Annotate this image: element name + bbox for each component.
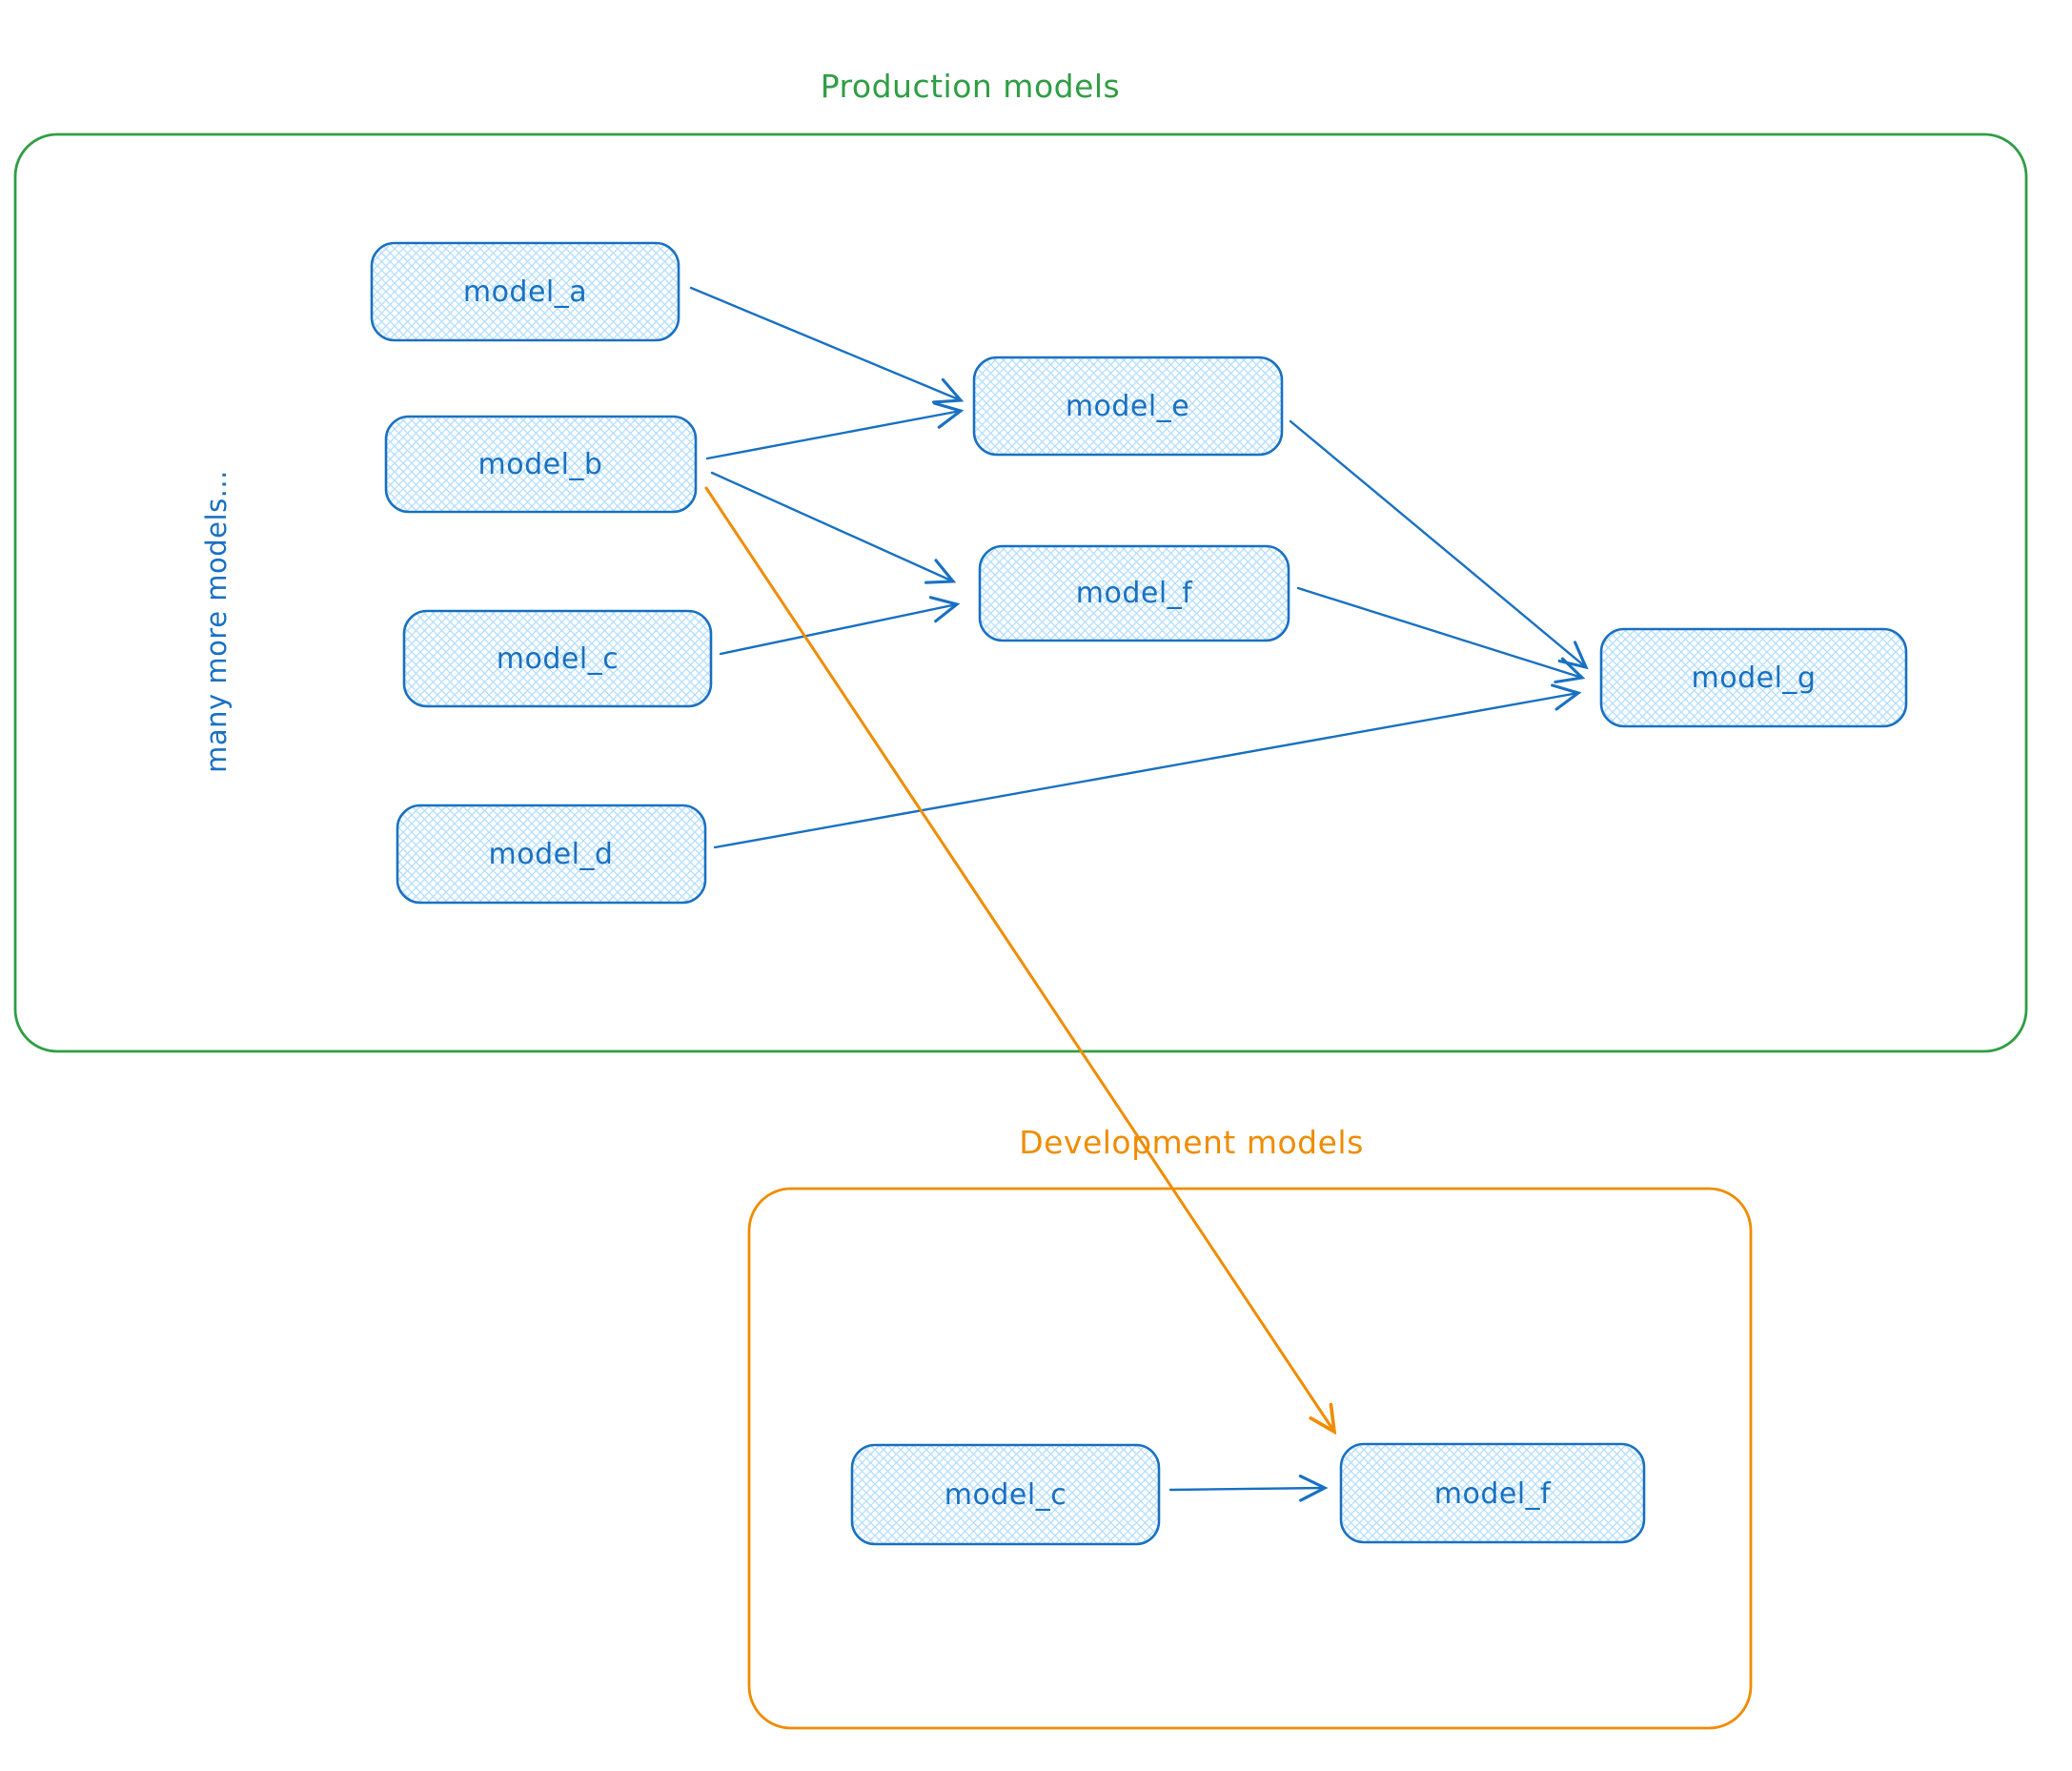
node-dev-model-f-box bbox=[1339, 1442, 1646, 1544]
node-model-d-box bbox=[396, 804, 707, 905]
node-model-b-label: model_b bbox=[478, 448, 603, 481]
node-model-g-label: model_g bbox=[1692, 662, 1817, 695]
development-container bbox=[747, 1187, 1753, 1730]
edge-model-b-to-dev-model-f-orange bbox=[704, 486, 1337, 1435]
node-model-e-box bbox=[972, 356, 1284, 457]
node-dev-model-f-label: model_f bbox=[1434, 1477, 1552, 1511]
many-more-models-note: many more models... bbox=[200, 470, 233, 773]
node-model-b-box bbox=[384, 415, 698, 514]
node-model-a-box bbox=[370, 241, 681, 342]
edge-model-f-to-model-g bbox=[1296, 586, 1586, 684]
node-model-d: model_d bbox=[396, 804, 707, 905]
node-model-f: model_f bbox=[978, 544, 1290, 642]
node-model-d-label: model_d bbox=[489, 838, 614, 871]
edge-model-b-to-model-e bbox=[705, 401, 965, 460]
edge-model-e-to-model-g bbox=[1289, 419, 1589, 670]
development-title: Development models bbox=[1019, 1124, 1364, 1161]
node-model-b: model_b bbox=[384, 415, 698, 514]
production-title: Production models bbox=[821, 68, 1121, 105]
node-model-f-box bbox=[978, 544, 1290, 642]
node-dev-model-c: model_c bbox=[850, 1443, 1161, 1546]
production-container bbox=[13, 132, 2028, 1053]
node-model-g: model_g bbox=[1599, 627, 1908, 728]
node-model-e-label: model_e bbox=[1066, 390, 1189, 423]
node-model-a: model_a bbox=[370, 241, 681, 342]
node-model-c: model_c bbox=[402, 609, 713, 708]
edge-model-b-to-model-f bbox=[710, 471, 957, 584]
node-model-c-box bbox=[402, 609, 713, 708]
node-model-g-box bbox=[1599, 627, 1908, 728]
node-dev-model-c-label: model_c bbox=[945, 1478, 1066, 1512]
edges bbox=[689, 286, 1589, 1502]
node-model-f-label: model_f bbox=[1076, 577, 1193, 610]
node-model-a-label: model_a bbox=[463, 275, 587, 309]
edge-dev-model-c-to-dev-model-f bbox=[1168, 1475, 1329, 1502]
edge-model-a-to-model-e bbox=[689, 286, 965, 404]
node-model-e: model_e bbox=[972, 356, 1284, 457]
edge-model-c-to-model-f bbox=[719, 596, 961, 656]
node-dev-model-c-box bbox=[850, 1443, 1161, 1546]
node-model-c-label: model_c bbox=[497, 642, 619, 676]
edge-model-d-to-model-g bbox=[713, 683, 1582, 849]
node-dev-model-f: model_f bbox=[1339, 1442, 1646, 1544]
